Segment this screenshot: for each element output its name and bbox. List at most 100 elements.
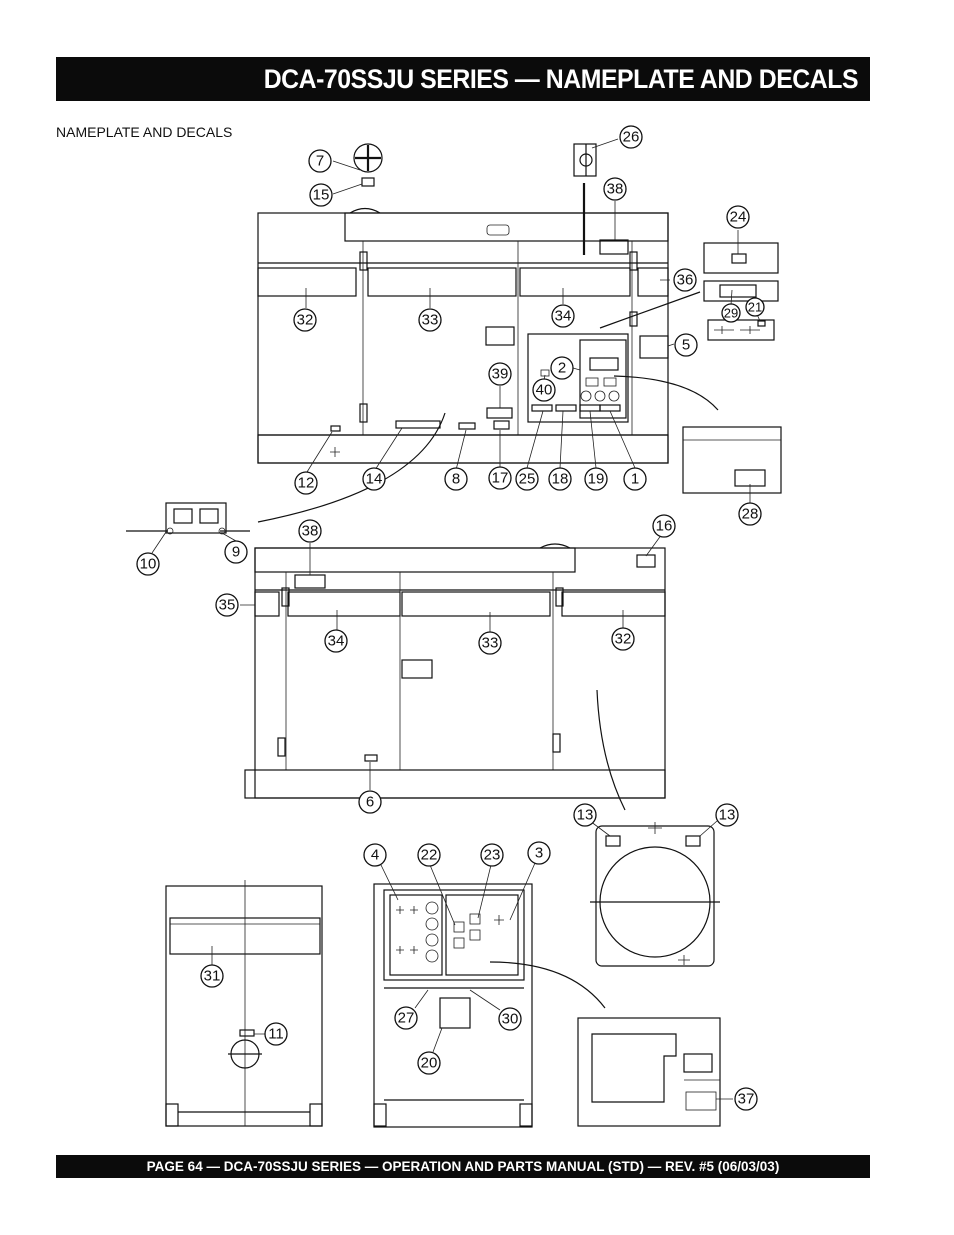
callout-36: 36 [673,268,697,292]
callout-4: 4 [363,843,387,867]
callout-38-mid: 38 [298,519,322,543]
callout-2: 2 [550,356,574,380]
callout-33-top: 33 [418,308,442,332]
svg-text:20: 20 [421,1055,438,1072]
callout-30: 30 [498,1007,522,1031]
callout-10: 10 [136,552,160,576]
lifting-eye-detail [573,143,597,177]
svg-text:37: 37 [738,1091,755,1108]
svg-text:29: 29 [724,306,738,321]
page-header-bar: DCA-70SSJU SERIES — NAMEPLATE AND DECALS [56,57,870,101]
svg-text:30: 30 [502,1011,519,1028]
svg-text:19: 19 [588,471,605,488]
callout-23: 23 [480,843,504,867]
svg-text:13: 13 [719,807,736,824]
svg-text:34: 34 [328,633,345,650]
svg-text:15: 15 [313,187,330,204]
callout-25: 25 [515,467,539,491]
generator-top-view [257,183,719,523]
callout-13-right: 13 [715,803,739,827]
callout-3: 3 [527,841,551,865]
callout-39: 39 [488,362,512,386]
callout-32-top: 32 [293,308,317,332]
callout-7: 7 [308,149,332,173]
callout-28: 28 [738,502,762,526]
svg-text:35: 35 [219,597,236,614]
svg-text:32: 32 [297,312,314,329]
callout-22: 22 [417,843,441,867]
svg-text:26: 26 [623,129,640,146]
svg-text:14: 14 [366,471,383,488]
battery-box-detail [682,426,782,494]
callout-34-mid: 34 [324,629,348,653]
svg-text:5: 5 [682,337,690,354]
callout-24: 24 [726,205,750,229]
callout-9: 9 [224,540,248,564]
svg-text:9: 9 [232,544,240,561]
enclosure-side-view [165,880,323,1127]
svg-text:11: 11 [268,1026,284,1043]
generator-front-view [244,543,666,811]
callout-1: 1 [623,467,647,491]
callout-leaders [151,138,761,1100]
callout-15: 15 [309,183,333,207]
svg-text:34: 34 [555,308,572,325]
svg-text:8: 8 [452,471,460,488]
callout-31: 31 [200,964,224,988]
callout-29: 29 [721,303,741,323]
callout-33-mid: 33 [478,631,502,655]
control-box-detail [373,883,606,1128]
callout-19: 19 [584,467,608,491]
callout-11: 11 [264,1022,288,1046]
callout-6: 6 [358,790,382,814]
callout-21: 21 [745,297,765,317]
callout-18: 18 [548,467,572,491]
page-title: DCA-70SSJU SERIES — NAMEPLATE AND DECALS [263,64,859,94]
svg-text:13: 13 [577,807,594,824]
svg-text:1: 1 [631,471,639,488]
svg-text:27: 27 [398,1010,415,1027]
svg-text:39: 39 [492,366,509,383]
svg-text:40: 40 [536,382,553,399]
svg-text:16: 16 [656,518,673,535]
callout-38-top: 38 [603,177,627,201]
callout-27: 27 [394,1006,418,1030]
callout-26: 26 [619,125,643,149]
callout-5: 5 [674,333,698,357]
footer-text: PAGE 64 — DCA-70SSJU SERIES — OPERATION … [146,1159,780,1174]
callout-17: 17 [488,466,512,490]
callout-13-left: 13 [573,803,597,827]
callout-37: 37 [734,1087,758,1111]
svg-text:28: 28 [742,506,759,523]
callout-40: 40 [532,378,556,402]
svg-text:36: 36 [677,272,694,289]
svg-text:24: 24 [730,209,747,226]
fuel-cap-detail [353,143,383,187]
svg-text:38: 38 [302,523,319,540]
svg-text:6: 6 [366,794,374,811]
svg-text:3: 3 [535,845,543,862]
svg-text:32: 32 [615,631,632,648]
svg-text:10: 10 [140,556,157,573]
svg-text:38: 38 [607,181,624,198]
callout-34-top: 34 [551,304,575,328]
svg-text:7: 7 [316,153,324,170]
fan-housing-detail [590,822,720,967]
side-panel-detail [703,242,779,341]
svg-text:33: 33 [422,312,439,329]
engine-cover-detail [577,1017,721,1127]
svg-text:12: 12 [298,475,315,492]
callout-35: 35 [215,593,239,617]
svg-text:33: 33 [482,635,499,652]
callout-16: 16 [652,514,676,538]
svg-text:23: 23 [484,847,501,864]
door-latch-detail [126,502,250,535]
svg-text:17: 17 [492,470,509,487]
page-footer-bar: PAGE 64 — DCA-70SSJU SERIES — OPERATION … [56,1155,870,1178]
section-label: NAMEPLATE AND DECALS [56,124,233,140]
callout-32-mid: 32 [611,627,635,651]
callout-14: 14 [362,467,386,491]
callout-20: 20 [417,1051,441,1075]
svg-text:21: 21 [748,300,762,315]
